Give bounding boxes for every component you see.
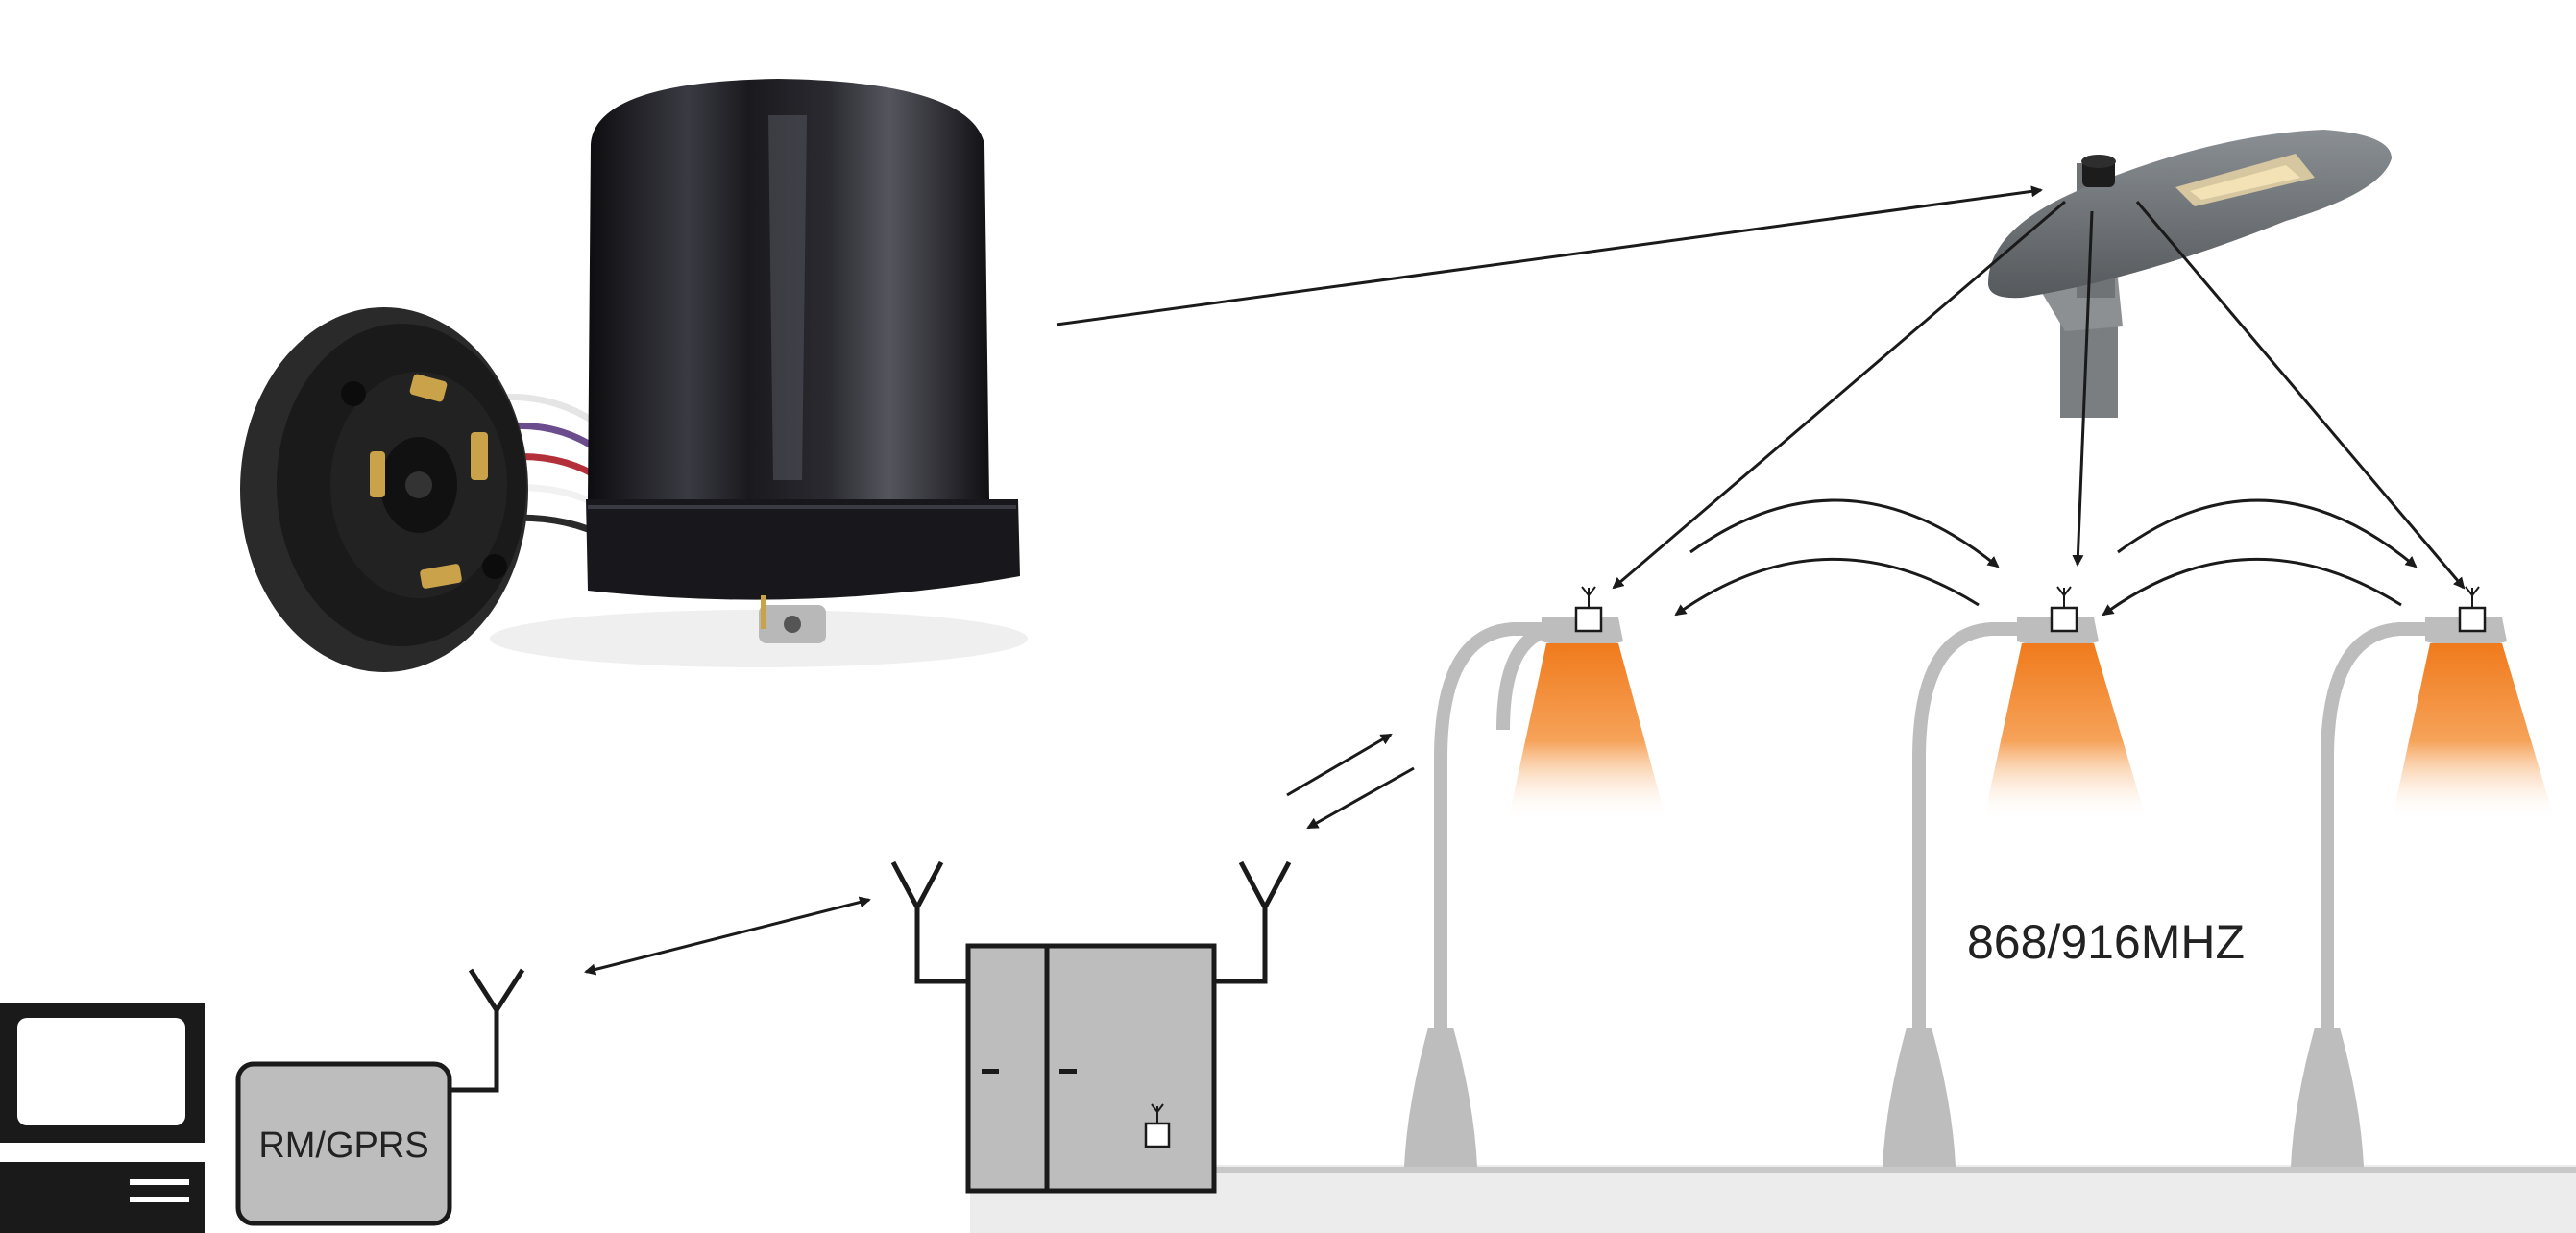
cabinet-to-lamp-arrows <box>1286 733 1415 830</box>
antenna-icon <box>1214 860 1292 984</box>
computer-icon <box>0 1003 205 1233</box>
arrow-product-to-luminaire <box>1056 185 2043 326</box>
ground <box>970 1165 2576 1233</box>
frequency-label: 868/916MHZ <box>1967 915 2245 969</box>
arrow-gateway-to-cabinet <box>584 896 871 976</box>
photocontrol-node-icon <box>1144 1103 1171 1148</box>
antenna-icon <box>890 860 968 984</box>
antenna-icon <box>450 968 525 1093</box>
luminaire-to-node-arrows <box>1612 200 2466 590</box>
mesh-link-arcs <box>1674 498 2418 616</box>
photocontrol-product <box>240 79 1028 672</box>
concentrator-cabinet <box>890 860 1292 1194</box>
photocontrol-node-icon <box>2458 586 2487 633</box>
gprs-gateway: RM/GPRS <box>235 968 525 1226</box>
photocontrol-node-icon <box>2050 586 2078 633</box>
led-street-light-icon <box>1988 130 2392 418</box>
gateway-label: RM/GPRS <box>258 1125 428 1166</box>
street-lamp-2 <box>1883 586 2147 1167</box>
street-lamp-3 <box>2291 586 2555 1167</box>
photocontrol-node-icon <box>1574 586 1603 633</box>
photocontrol-dome <box>586 79 1020 643</box>
street-lamp-1 <box>1404 586 1666 1167</box>
receptacle-base <box>240 307 528 672</box>
